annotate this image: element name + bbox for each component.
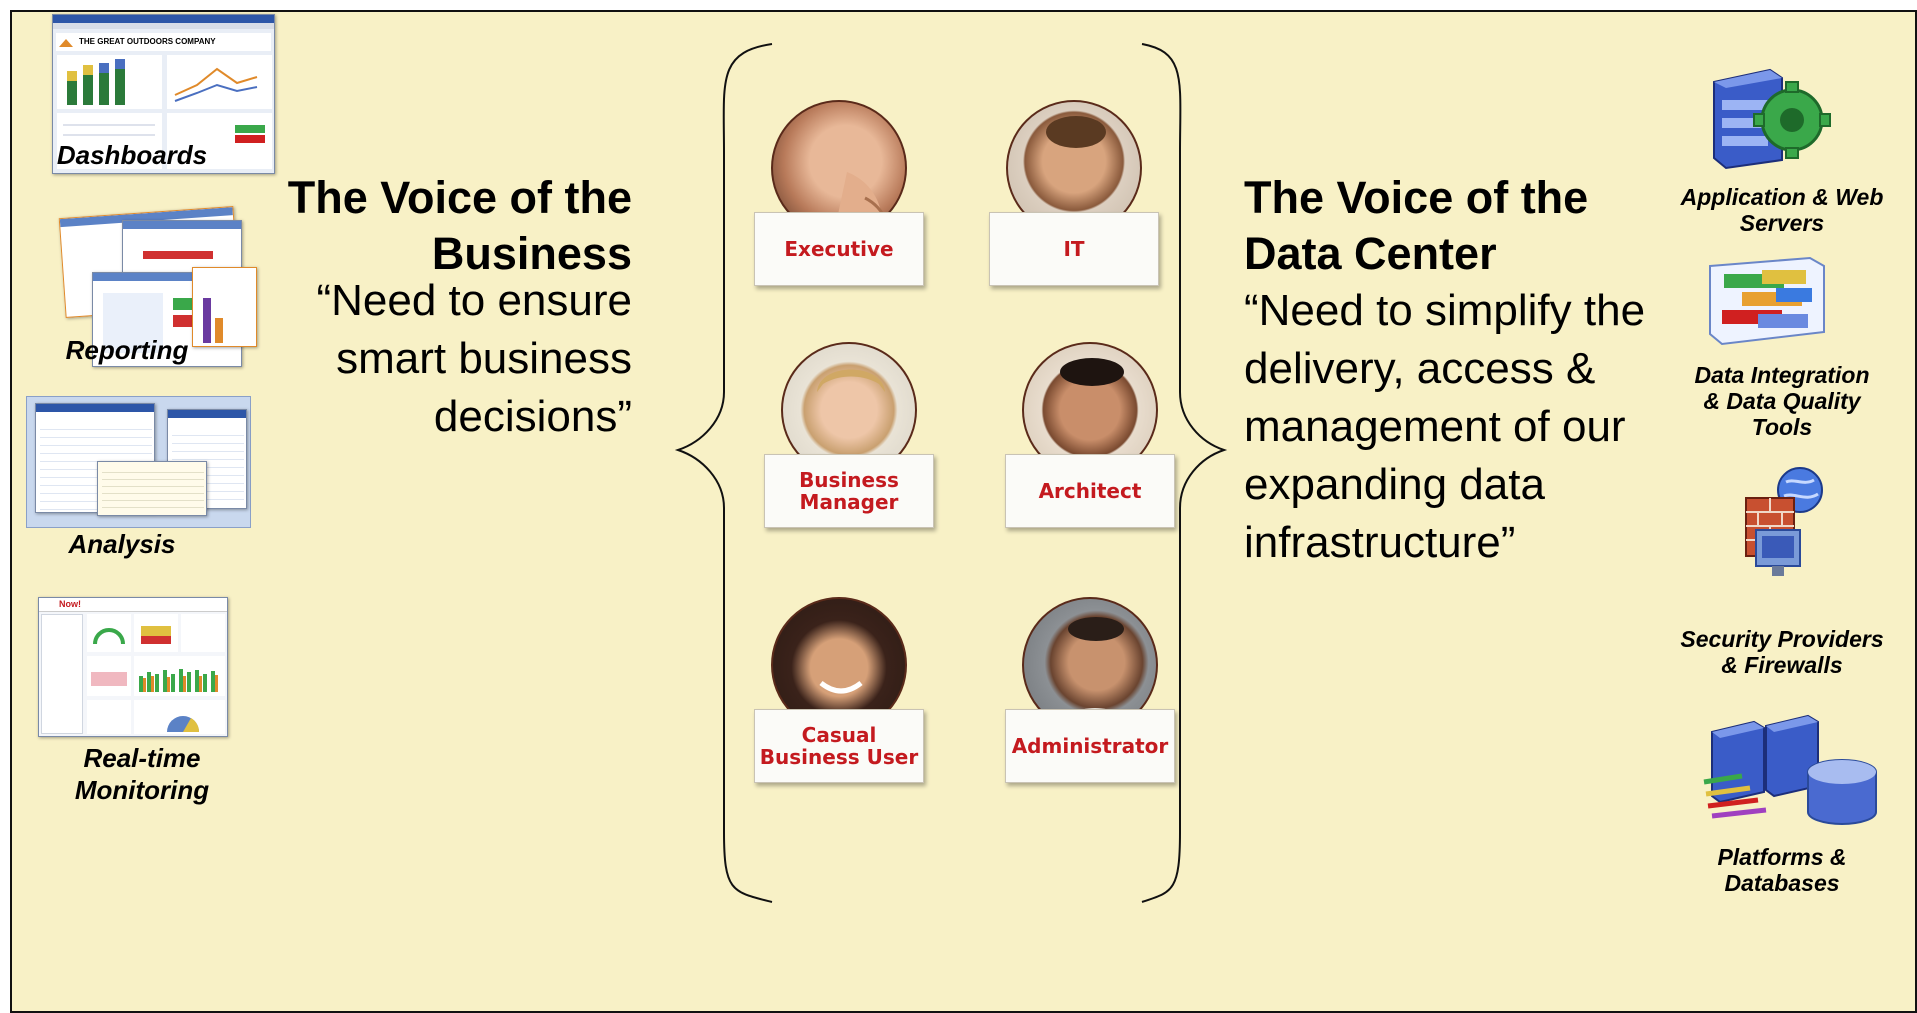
reporting-label: Reporting	[65, 335, 189, 365]
analysis-thumbnail	[26, 396, 251, 528]
right-brace	[1141, 43, 1228, 903]
persona-architect: Architect	[1005, 342, 1175, 532]
it-label: IT	[1063, 237, 1085, 261]
dashboard-charts	[57, 55, 272, 169]
braces	[674, 43, 1228, 903]
business-quote: “Need to ensure smart business decisions…	[316, 276, 632, 441]
persona-business-manager: Business Manager	[764, 342, 934, 532]
architect-label: Architect	[1038, 479, 1142, 503]
monitor-logo: Now!	[59, 599, 81, 609]
business-manager-label: Business Manager	[799, 468, 899, 514]
monitor-charts	[87, 614, 225, 734]
slide: THE GREAT OUTDOORS COMPANY Dashboards	[10, 10, 1917, 1013]
security-firewalls-label: Security Providers & Firewalls	[1680, 626, 1884, 678]
dashboard-thumbnail: THE GREAT OUTDOORS COMPANY	[52, 14, 275, 174]
casual-business-user-label: Casual Business User	[759, 723, 919, 769]
data-integration-label: Data Integration & Data Quality Tools	[1694, 362, 1870, 440]
platforms-databases-label: Platforms & Databases	[1717, 844, 1847, 896]
reporting-thumbnail	[42, 206, 292, 372]
analysis-label: Analysis	[68, 529, 176, 559]
left-brace	[674, 43, 773, 903]
data-integration-icon	[1709, 256, 1825, 346]
dashboards-label: Dashboards	[56, 140, 208, 170]
persona-administrator: Administrator	[1005, 597, 1175, 787]
business-title: The Voice of the Business	[287, 172, 632, 279]
dashboard-header: THE GREAT OUTDOORS COMPANY	[79, 37, 216, 46]
datacenter-quote: “Need to simplify the delivery, access &…	[1244, 286, 1646, 567]
app-web-servers-label: Application & Web Servers	[1680, 184, 1884, 236]
persona-it: IT	[989, 100, 1159, 290]
monitoring-label: Real-time Monitoring	[74, 743, 210, 805]
server-gear-icon	[1713, 68, 1831, 170]
administrator-label: Administrator	[1011, 734, 1169, 758]
executive-label: Executive	[784, 237, 894, 261]
firewall-icon	[1745, 467, 1823, 576]
database-icon	[1703, 714, 1877, 825]
persona-executive: Executive	[754, 100, 924, 290]
datacenter-title: The Voice of the Data Center	[1244, 172, 1589, 279]
monitoring-thumbnail: Now!	[38, 597, 228, 737]
persona-casual-business-user: Casual Business User	[754, 597, 924, 787]
